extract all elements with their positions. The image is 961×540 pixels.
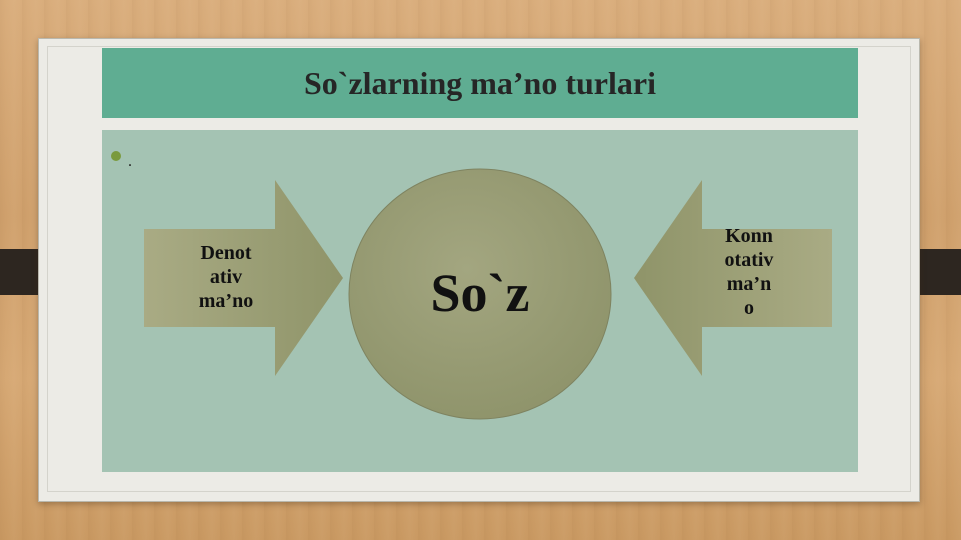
slide-board-border bbox=[47, 46, 911, 492]
right-arrow-label: Konn otativ ma’n o bbox=[712, 224, 786, 320]
left-arrow-label: Denot ativ ma’no bbox=[186, 241, 266, 313]
slide-title: So`zlarning ma’no turlari bbox=[304, 64, 656, 101]
left-arrow-label-line: Denot bbox=[200, 242, 252, 264]
left-arrow-label-line: ma’no bbox=[198, 290, 254, 312]
right-arrow-label-line: Konn bbox=[725, 225, 773, 247]
right-arrow bbox=[634, 180, 832, 376]
right-arrow-label-line: o bbox=[744, 297, 754, 319]
center-circle bbox=[348, 168, 612, 420]
right-arrow-label-line: otativ bbox=[724, 249, 774, 271]
left-arrow bbox=[144, 180, 343, 376]
right-arrow-label-line: ma’n bbox=[726, 273, 772, 295]
left-arrow-label-line: ativ bbox=[209, 266, 243, 288]
center-circle-label: So`z bbox=[430, 263, 530, 323]
bullet-text: . bbox=[128, 153, 132, 170]
title-bar: So`zlarning ma’no turlari bbox=[102, 48, 858, 118]
bullet-icon bbox=[111, 151, 121, 161]
